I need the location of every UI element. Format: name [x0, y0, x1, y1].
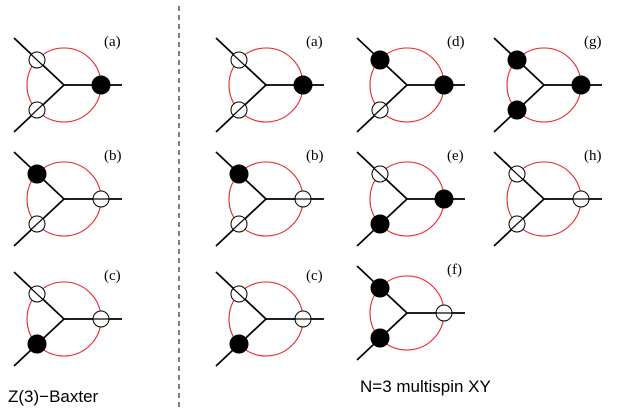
panel-label: (h) — [584, 148, 602, 164]
leg-through-marker — [373, 168, 387, 180]
leg-through-marker — [30, 218, 44, 230]
multispin-xy-diagram-d: (d) — [356, 34, 465, 133]
multispin-xy-diagram-g: (g) — [493, 34, 602, 133]
panel-label: (b) — [306, 148, 324, 164]
leg-through-marker — [30, 54, 44, 66]
z3-baxter-diagram-b: (b) — [13, 148, 122, 247]
caption-z3-baxter: Z(3)−Baxter — [8, 387, 99, 406]
panel-label: (c) — [306, 268, 323, 284]
leg-through-marker — [232, 104, 246, 116]
panel-label: (a) — [104, 34, 121, 50]
panel-label: (b) — [104, 148, 122, 164]
panel-label: (g) — [584, 34, 602, 50]
z3-baxter-diagram-c: (c) — [13, 268, 122, 367]
multispin-xy-diagram-a: (a) — [215, 34, 324, 133]
leg-through-marker — [30, 104, 44, 116]
panel-label: (c) — [104, 268, 121, 284]
leg-through-marker — [232, 288, 246, 300]
vertex-diagrams: (a) (b) (c) (a) (b) (c) (d) (e) (f) (g) (h) — [13, 34, 602, 367]
leg-through-marker — [232, 54, 246, 66]
multispin-xy-diagram-e: (e) — [356, 148, 465, 247]
panel-label: (e) — [447, 148, 464, 164]
panel-label: (d) — [447, 34, 465, 50]
leg-through-marker — [30, 288, 44, 300]
multispin-xy-diagram-f: (f) — [356, 262, 465, 361]
leg-through-marker — [510, 168, 524, 180]
caption-multispin-xy: N=3 multispin XY — [360, 377, 491, 396]
multispin-xy-diagram-h: (h) — [493, 148, 602, 247]
panel-label: (a) — [306, 34, 323, 50]
leg-through-marker — [510, 218, 524, 230]
multispin-xy-diagram-b: (b) — [215, 148, 324, 247]
leg-through-marker — [232, 218, 246, 230]
leg-through-marker — [373, 104, 387, 116]
z3-baxter-diagram-a: (a) — [13, 34, 122, 133]
panel-label: (f) — [447, 262, 462, 278]
multispin-xy-diagram-c: (c) — [215, 268, 324, 367]
